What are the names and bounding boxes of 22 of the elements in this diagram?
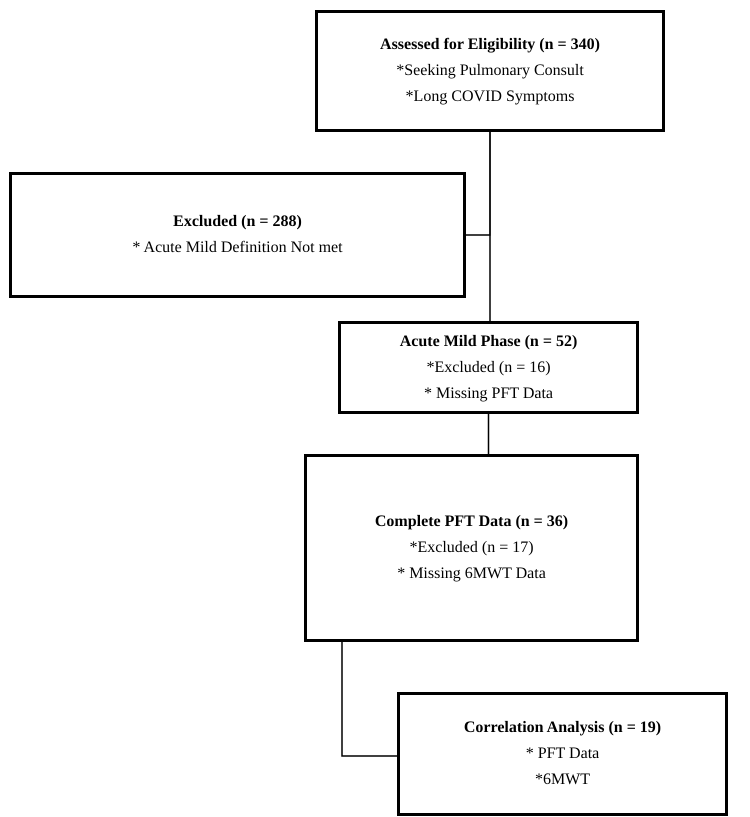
box-note: *Long COVID Symptoms: [406, 87, 574, 107]
process-box: [397, 692, 728, 816]
connector-line: [341, 642, 397, 757]
box-heading: Excluded (n = 288): [173, 212, 302, 232]
process-box: [338, 321, 639, 414]
box-heading: Correlation Analysis (n = 19): [464, 718, 662, 738]
connector-line: [489, 132, 491, 321]
box-note: * PFT Data: [526, 744, 600, 764]
process-box: [315, 10, 665, 132]
box-note: *6MWT: [534, 770, 590, 790]
process-box: [304, 454, 639, 642]
box-note: * Missing PFT Data: [424, 384, 554, 404]
box-note: * Acute Mild Definition Not met: [132, 238, 343, 258]
process-box: [9, 172, 466, 298]
box-heading: Assessed for Eligibility (n = 340): [380, 35, 600, 55]
box-heading: Complete PFT Data (n = 36): [374, 512, 568, 532]
box-note: *Excluded (n = 17): [409, 538, 534, 558]
box-note: *Excluded (n = 16): [426, 358, 551, 378]
connector-line: [488, 414, 490, 454]
box-heading: Acute Mild Phase (n = 52): [400, 332, 578, 352]
box-note: *Seeking Pulmonary Consult: [396, 61, 584, 81]
box-note: * Missing 6MWT Data: [397, 564, 546, 584]
